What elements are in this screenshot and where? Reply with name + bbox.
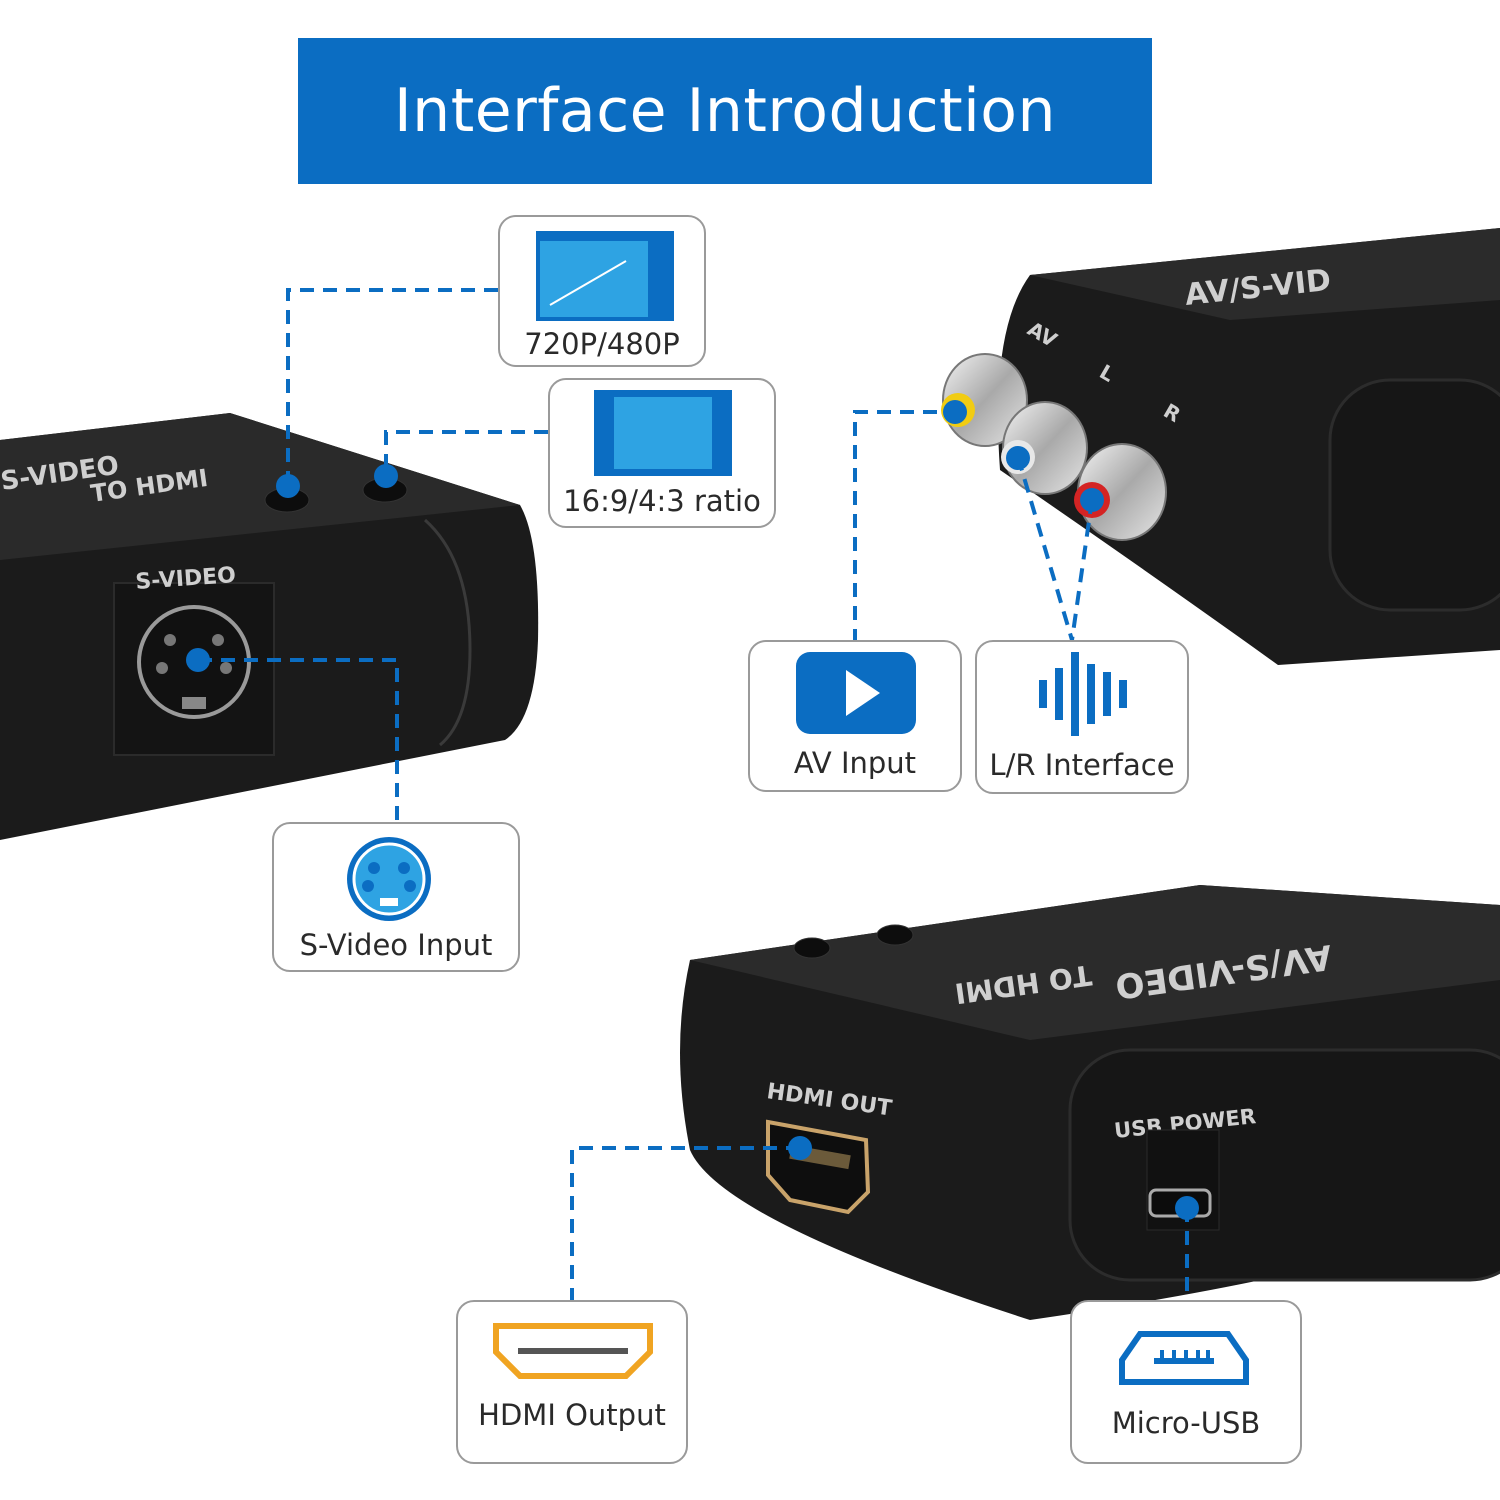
hdmi-output-card: HDMI Output <box>456 1300 688 1464</box>
lr-interface-label: L/R Interface <box>989 748 1175 782</box>
micro-usb-card: Micro-USB <box>1070 1300 1302 1464</box>
aspect-ratio-card: 16:9/4:3 ratio <box>548 378 776 528</box>
svideo-input-card: S-Video Input <box>272 822 520 972</box>
micro-usb-icon <box>1119 1331 1249 1385</box>
title-banner: Interface Introduction <box>298 38 1152 184</box>
audio-wave-icon <box>1039 652 1127 736</box>
resolution-label: 720P/480P <box>524 327 680 361</box>
resolution-card: 720P/480P <box>498 215 706 367</box>
hdmi-connector-icon <box>493 1323 653 1379</box>
hdmi-output-label: HDMI Output <box>478 1398 666 1432</box>
av-input-label: AV Input <box>793 746 917 780</box>
svideo-input-label: S-Video Input <box>299 928 493 962</box>
monitor-icon <box>536 231 674 321</box>
aspect-ratio-label: 16:9/4:3 ratio <box>563 484 761 518</box>
svideo-connector-icon <box>347 837 431 921</box>
aspect-ratio-icon <box>594 390 732 476</box>
micro-usb-label: Micro-USB <box>1111 1406 1261 1440</box>
play-icon <box>796 652 916 734</box>
bottom-converter-device: AV/S-VIDEO TO HDMI HDMI OUT USB POWER <box>680 885 1500 1320</box>
connection-dots <box>186 400 1199 1220</box>
banner-title: Interface Introduction <box>393 76 1057 146</box>
av-input-card: AV Input <box>748 640 962 792</box>
lr-interface-card: L/R Interface <box>975 640 1189 794</box>
right-converter-device: AV/S-VID AV L R <box>941 228 1500 665</box>
left-converter-device: S-VIDEO TO HDMI S-VIDEO <box>0 413 539 840</box>
